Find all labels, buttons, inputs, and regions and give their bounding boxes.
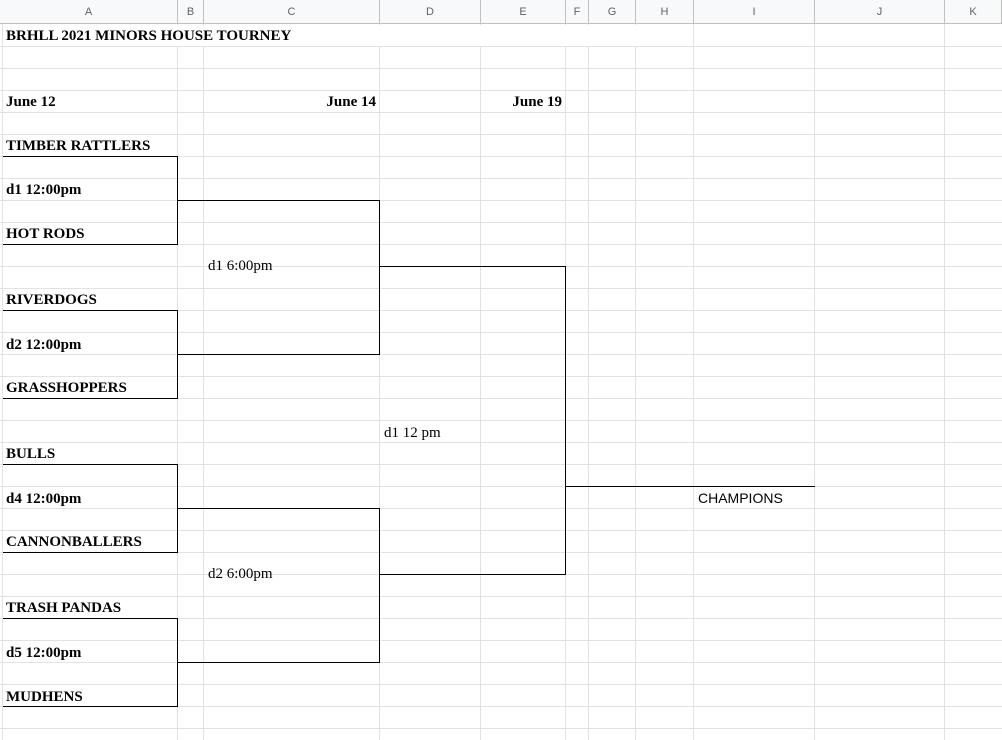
gridline-row xyxy=(0,420,1002,421)
team-cell[interactable]: GRASSHOPPERS xyxy=(6,380,127,396)
gridline-row xyxy=(0,332,1002,333)
game-time-cell[interactable]: d1 12:00pm xyxy=(6,182,82,198)
gridline-row xyxy=(0,464,1002,465)
gridline-row xyxy=(0,530,1002,531)
gridline-row xyxy=(0,354,1002,355)
column-header-d[interactable]: D xyxy=(380,0,481,24)
gridline-row xyxy=(0,552,1002,553)
team-cell[interactable]: TRASH PANDAS xyxy=(6,600,122,616)
bracket-line xyxy=(3,464,178,465)
gridline-row xyxy=(0,178,1002,179)
gridline-row xyxy=(0,728,1002,729)
gridline-row xyxy=(0,200,1002,201)
final-game-cell[interactable]: d1 12 pm xyxy=(384,425,441,441)
column-header-k[interactable]: K xyxy=(945,0,1002,24)
bracket-line xyxy=(379,266,566,267)
gridline-row xyxy=(0,596,1002,597)
bracket-line xyxy=(177,508,380,509)
gridline-row xyxy=(0,288,1002,289)
gridline-col xyxy=(944,24,945,740)
gridline-row xyxy=(0,618,1002,619)
game-time-cell[interactable]: d4 12:00pm xyxy=(6,491,82,507)
bracket-line xyxy=(177,200,380,201)
gridline-col xyxy=(2,24,3,740)
gridline-row xyxy=(0,222,1002,223)
champions-label[interactable]: CHAMPIONS xyxy=(698,490,783,506)
bracket-line xyxy=(379,200,380,355)
column-header-b[interactable]: B xyxy=(178,0,204,24)
gridline-col xyxy=(588,24,589,740)
column-header-e[interactable]: E xyxy=(481,0,566,24)
column-header-i[interactable]: I xyxy=(694,0,815,24)
game-time-cell[interactable]: d2 12:00pm xyxy=(6,337,82,353)
gridline-row xyxy=(0,442,1002,443)
bracket-line xyxy=(3,618,178,619)
column-header-g[interactable]: G xyxy=(589,0,636,24)
gridline-mask xyxy=(481,91,565,112)
column-header-j[interactable]: J xyxy=(815,0,945,24)
game-time-cell[interactable]: d1 6:00pm xyxy=(208,258,273,274)
gridline-col xyxy=(814,24,815,740)
sheet-title[interactable]: BRHLL 2021 MINORS HOUSE TOURNEY xyxy=(6,28,292,44)
gridline-row xyxy=(0,706,1002,707)
gridline-col xyxy=(203,24,204,740)
bracket-line xyxy=(3,398,178,399)
bracket-line xyxy=(379,508,380,663)
bracket-line xyxy=(3,244,178,245)
bracket-line xyxy=(3,156,178,157)
round1-date[interactable]: June 12 xyxy=(6,94,56,110)
gridline-row xyxy=(0,376,1002,377)
gridline-mask xyxy=(3,91,177,112)
gridline-row xyxy=(0,662,1002,663)
gridline-mask xyxy=(204,91,379,112)
gridline-col xyxy=(379,24,380,740)
gridline-col xyxy=(480,24,481,740)
gridline-row xyxy=(0,244,1002,245)
round3-date[interactable]: June 19 xyxy=(512,94,562,110)
bracket-line xyxy=(379,574,566,575)
column-header-f[interactable]: F xyxy=(566,0,589,24)
gridline-row xyxy=(0,486,1002,487)
gridline-row xyxy=(0,684,1002,685)
gridline-col xyxy=(635,24,636,740)
gridline-row xyxy=(0,90,1002,91)
gridline-row xyxy=(0,310,1002,311)
team-cell[interactable]: TIMBER RATTLERS xyxy=(6,138,151,154)
gridline-row xyxy=(0,46,1002,47)
gridline-col xyxy=(693,24,694,740)
game-time-cell[interactable]: d2 6:00pm xyxy=(208,566,273,582)
column-header-a[interactable]: A xyxy=(0,0,178,24)
team-cell[interactable]: BULLS xyxy=(6,446,56,462)
team-cell[interactable]: RIVERDOGS xyxy=(6,292,97,308)
gridline-row xyxy=(0,112,1002,113)
bracket-line xyxy=(3,552,178,553)
bracket-line xyxy=(565,486,815,487)
bracket-line xyxy=(177,662,380,663)
gridline-row xyxy=(0,156,1002,157)
round2-date[interactable]: June 14 xyxy=(326,94,376,110)
bracket-line xyxy=(3,310,178,311)
gridline-mask xyxy=(3,25,693,46)
gridline-row xyxy=(0,398,1002,399)
bracket-line xyxy=(177,354,380,355)
bracket-line xyxy=(3,706,178,707)
gridline-row xyxy=(0,134,1002,135)
team-cell[interactable]: MUDHENS xyxy=(6,689,83,705)
team-cell[interactable]: HOT RODS xyxy=(6,226,85,242)
team-cell[interactable]: CANNONBALLERS xyxy=(6,534,142,550)
column-header-h[interactable]: H xyxy=(636,0,694,24)
gridline-row xyxy=(0,640,1002,641)
column-header-c[interactable]: C xyxy=(204,0,380,24)
gridline-row xyxy=(0,68,1002,69)
gridline-row xyxy=(0,508,1002,509)
game-time-cell[interactable]: d5 12:00pm xyxy=(6,645,82,661)
bracket-line xyxy=(565,266,566,575)
